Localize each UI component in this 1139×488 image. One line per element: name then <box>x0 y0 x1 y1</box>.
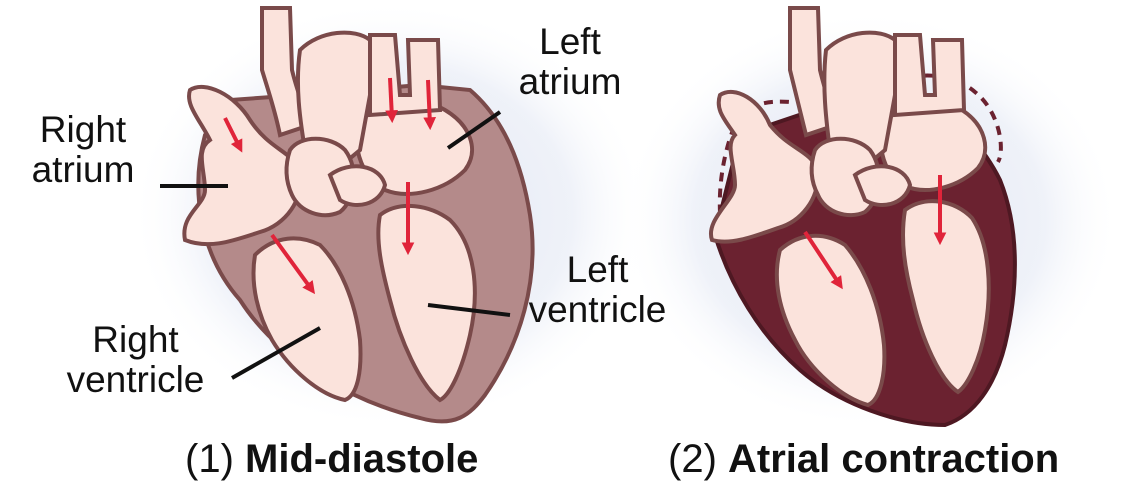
valve-flap <box>330 166 385 205</box>
label-right-atrium: Right atrium <box>18 110 148 190</box>
label-left-atrium: Left atrium <box>500 22 640 102</box>
label-right-atrium-line2: atrium <box>18 150 148 190</box>
label-right-atrium-line1: Right <box>18 110 148 150</box>
label-left-atrium-line2: atrium <box>500 62 640 102</box>
label-left-ventricle: Left ventricle <box>510 250 685 330</box>
label-left-ventricle-line2: ventricle <box>510 290 685 330</box>
caption-number: (1) <box>185 437 234 481</box>
label-right-ventricle-line1: Right <box>48 320 223 360</box>
label-right-ventricle-line2: ventricle <box>48 360 223 400</box>
label-left-ventricle-line1: Left <box>510 250 685 290</box>
caption-title: Atrial contraction <box>728 437 1059 481</box>
caption-title: Mid-diastole <box>245 437 478 481</box>
blood-flow-arrow <box>428 80 430 125</box>
label-left-atrium-line1: Left <box>500 22 640 62</box>
blood-flow-arrow <box>390 78 392 118</box>
caption-mid-diastole: (1) Mid-diastole <box>185 436 478 482</box>
caption-atrial-contraction: (2) Atrial contraction <box>668 436 1059 482</box>
caption-number: (2) <box>668 437 717 481</box>
heart-panel-atrial-contraction <box>620 8 1120 430</box>
label-right-ventricle: Right ventricle <box>48 320 223 400</box>
valve-flap <box>855 166 910 205</box>
